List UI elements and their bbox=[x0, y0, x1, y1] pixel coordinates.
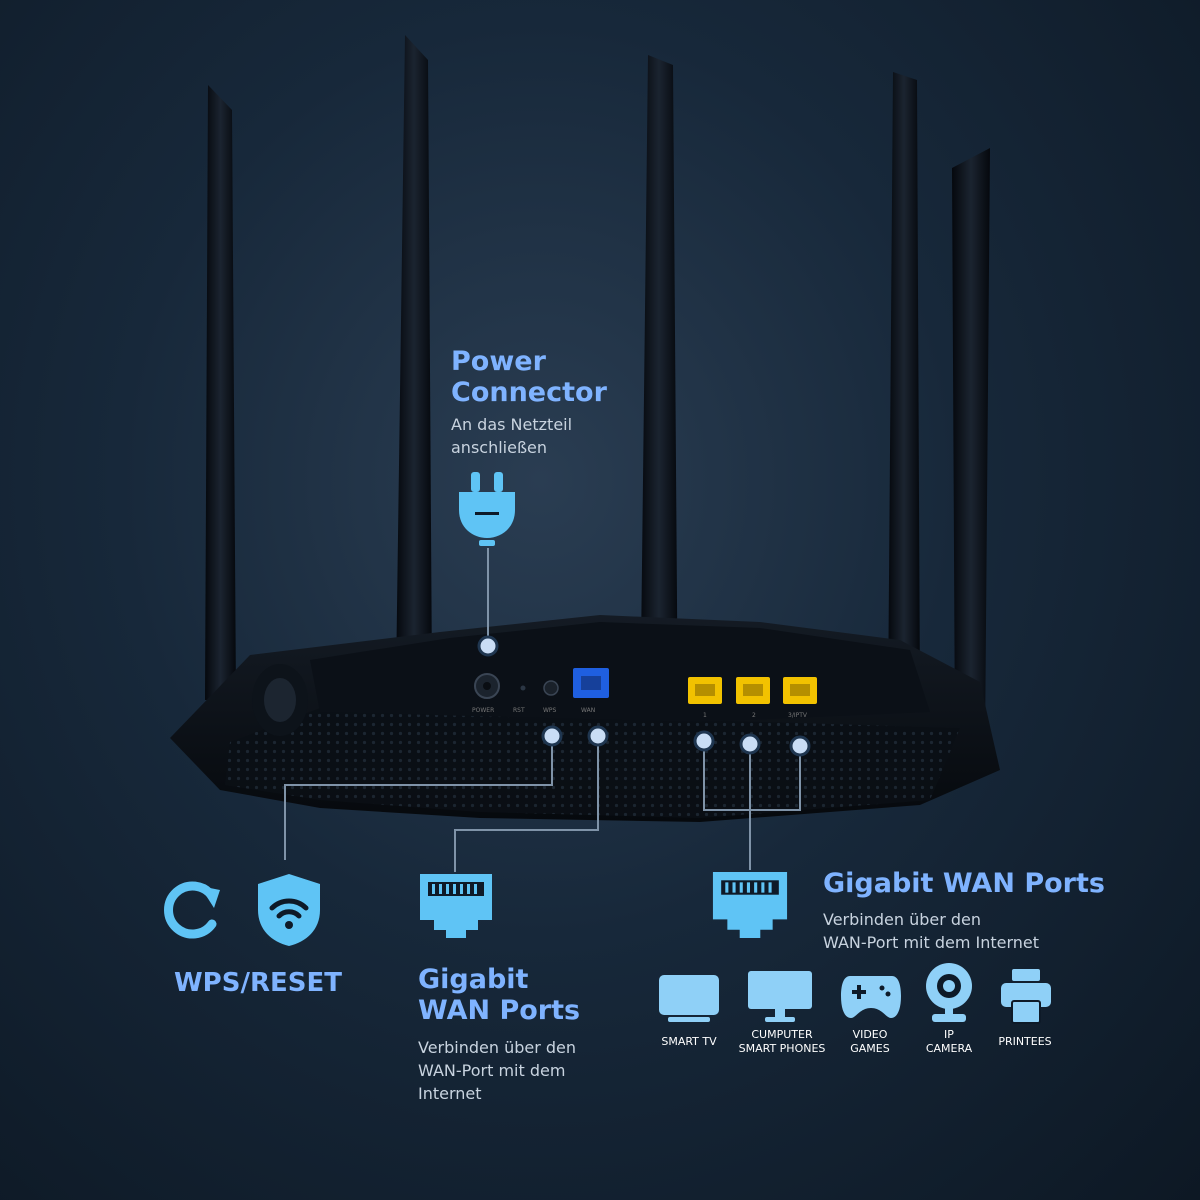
device-label-line: SMART TV bbox=[661, 1035, 717, 1048]
port-label-wan: WAN bbox=[581, 707, 595, 714]
connector-lines bbox=[284, 548, 801, 872]
device-label-video-games: VIDEO GAMES bbox=[815, 1028, 925, 1056]
router-body bbox=[170, 615, 1000, 822]
power-desc-line1: An das Netzteil bbox=[451, 415, 573, 434]
wan-left-title-line1: Gigabit bbox=[418, 964, 529, 995]
port-label-lan2: 2 bbox=[752, 712, 756, 719]
wan-left-desc-line2: WAN-Port mit dem bbox=[418, 1061, 566, 1080]
device-label-line: PRINTEES bbox=[998, 1035, 1052, 1048]
port-label-rst: RST bbox=[513, 707, 525, 714]
device-label-line: CAMERA bbox=[925, 1042, 973, 1055]
computer-monitor-icon bbox=[748, 971, 812, 1022]
power-desc-line2: anschließen bbox=[451, 438, 548, 457]
wan-right-desc-line2: WAN-Port mit dem Internet bbox=[823, 933, 1040, 952]
power-title-line2: Connector bbox=[451, 377, 607, 408]
wps-reset-label: WPS/RESET bbox=[174, 968, 342, 998]
wan-left-desc-line1: Verbinden über den bbox=[418, 1038, 577, 1057]
router-port-labels: POWER RST WPS WAN 1 2 3/IPTV bbox=[472, 707, 808, 719]
antenna-2 bbox=[396, 35, 432, 680]
device-label-smart-tv: SMART TV bbox=[634, 1035, 744, 1049]
connector-dots bbox=[477, 635, 811, 757]
port-label-lan3: 3/IPTV bbox=[788, 712, 808, 719]
antenna-3 bbox=[640, 55, 678, 735]
device-label-line: GAMES bbox=[850, 1042, 890, 1055]
wan-left-desc-line3: Internet bbox=[418, 1084, 482, 1103]
device-label-ip-camera: IP CAMERA bbox=[894, 1028, 1004, 1056]
port-label-lan1: 1 bbox=[703, 712, 707, 719]
ethernet-port-icon-right bbox=[712, 872, 788, 938]
port-label-wps: WPS bbox=[543, 707, 557, 714]
wan-left-title-line2: WAN Ports bbox=[418, 995, 581, 1026]
printer-icon bbox=[1001, 969, 1051, 1024]
power-plug-icon bbox=[459, 472, 515, 546]
gamepad-icon bbox=[841, 976, 901, 1018]
wan-left-title: Gigabit WAN Ports bbox=[418, 964, 580, 1026]
refresh-icon bbox=[164, 881, 220, 939]
ethernet-port-icon-left bbox=[420, 874, 492, 938]
antenna-4 bbox=[888, 72, 920, 705]
device-label-computer: CUMPUTER SMART PHONES bbox=[727, 1028, 837, 1056]
wan-right-title: Gigabit WAN Ports bbox=[823, 868, 1105, 899]
wan-right-desc-line1: Verbinden über den bbox=[823, 910, 982, 929]
ip-camera-icon bbox=[926, 963, 972, 1022]
port-label-power: POWER bbox=[472, 707, 494, 714]
device-label-line: IP bbox=[944, 1028, 954, 1041]
device-label-line: VIDEO bbox=[852, 1028, 888, 1041]
power-connector-description: An das Netzteil anschließen bbox=[451, 413, 572, 459]
antenna-1 bbox=[205, 85, 236, 700]
router-ports bbox=[474, 668, 817, 704]
smart-tv-icon bbox=[659, 975, 719, 1022]
antenna-5 bbox=[952, 148, 990, 745]
wan-left-description: Verbinden über den WAN-Port mit dem Inte… bbox=[418, 1036, 576, 1105]
device-label-printer: PRINTEES bbox=[970, 1035, 1080, 1049]
device-label-line: CUMPUTER bbox=[751, 1028, 813, 1041]
wan-right-description: Verbinden über den WAN-Port mit dem Inte… bbox=[823, 908, 1039, 954]
device-label-line: SMART PHONES bbox=[738, 1042, 826, 1055]
wifi-shield-icon bbox=[258, 874, 320, 946]
power-connector-title: Power Connector bbox=[451, 346, 607, 408]
power-title-line1: Power bbox=[451, 346, 546, 377]
